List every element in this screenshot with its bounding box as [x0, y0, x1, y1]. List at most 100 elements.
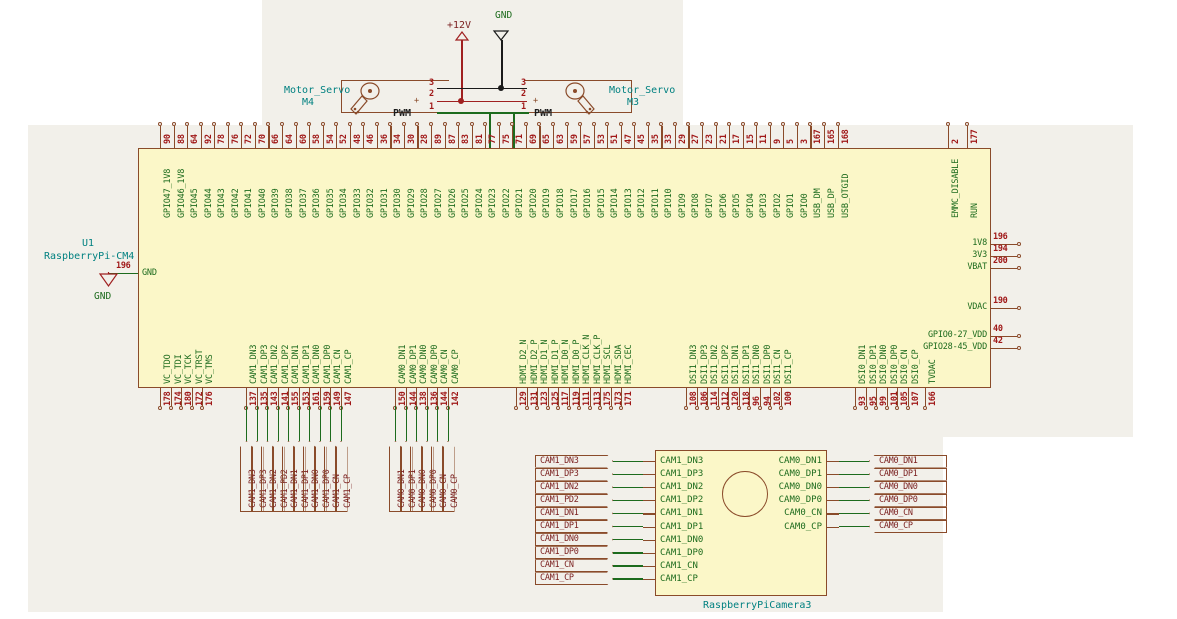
net-label-flag[interactable] — [324, 441, 337, 512]
cm4-top-pin-terminal — [307, 122, 312, 126]
net-label-flag[interactable] — [303, 441, 316, 512]
camera-left-net-label[interactable]: CAM1_DP0 — [535, 546, 613, 559]
net-label-flag[interactable] — [441, 441, 455, 512]
cm4-top-pin-name: GPIO31 — [379, 188, 390, 218]
camera-left-net-label[interactable]: CAM1_DN3 — [535, 455, 613, 468]
camera-left-net-label[interactable]: CAM1_PD2 — [535, 494, 613, 507]
camera-right-pin-name: CAM0_DN0 — [778, 482, 822, 493]
cm4-bottom-pin-name: VC_TDI — [173, 354, 184, 384]
cm4-bottom-pin-terminal — [726, 406, 730, 410]
cm4-right-pin-number: 190 — [993, 296, 1008, 306]
cm4-top-pin-terminal — [456, 122, 461, 126]
camera-left-net-label[interactable]: CAM1_DN1 — [535, 507, 613, 520]
net-label-flag[interactable] — [240, 441, 253, 512]
cm4-top-right-pin-name: RUN — [970, 203, 980, 218]
cm4-bottom-pin-terminal — [778, 406, 783, 410]
cm4-top-pin-name: GPIO21 — [515, 188, 526, 218]
camera-right-net-label[interactable]: CAM0_DP0 — [869, 493, 947, 507]
cm4-top-pin-line — [837, 126, 839, 148]
net-label-flag[interactable] — [313, 441, 327, 512]
cm4-bottom-pin-name: HDMI_D2_P — [529, 339, 540, 384]
cm4-bottom-pin-name: HDMI_SCL — [603, 344, 613, 384]
cm4-top-pin-name: GPIO15 — [596, 188, 607, 218]
cm4-top-pin-name: GPIO39 — [271, 188, 282, 218]
net-wire — [395, 406, 397, 441]
cm4-bottom-pin-name: CAM1_DN2 — [270, 344, 280, 384]
cm4-top-pin-name: GPIO44 — [203, 188, 214, 218]
camera-left-net-label[interactable]: CAM1_DN2 — [535, 481, 613, 494]
camera-left-pin-name: CAM1_DP3 — [660, 469, 704, 480]
net-wire — [298, 406, 300, 441]
camera-right-net-label[interactable]: CAM0_CP — [869, 520, 947, 533]
net-label-flag[interactable] — [420, 441, 434, 512]
cm4-bottom-pin-line — [277, 388, 279, 406]
cm4-bottom-pin-name: DSI1_DP1 — [741, 344, 752, 384]
cm4-right-pin-line — [991, 256, 1017, 258]
cm4-top-pin-terminal — [198, 122, 203, 126]
camera-left-net-label[interactable]: CAM1_CN — [535, 559, 613, 572]
net-label-flag[interactable] — [271, 441, 285, 512]
cm4-top-pin-number: 75 — [501, 134, 512, 144]
cm4-top-pin-name: GPIO16 — [583, 188, 594, 218]
cm4-bottom-pin-name: VC_TDO — [163, 354, 173, 384]
cm4-bottom-pin-terminal — [923, 406, 927, 410]
cm4-top-right-pin-line — [948, 126, 950, 148]
cm4-top-right-pin-terminal — [965, 122, 969, 126]
cm4-bottom-pin-name: HDMI_CLK_P — [592, 334, 603, 384]
wire-pwm-left-v — [513, 112, 515, 148]
cm4-top-pin-terminal — [754, 122, 759, 126]
cm4-bottom-pin-line — [181, 388, 183, 406]
net-label-flag[interactable] — [282, 441, 295, 512]
camera-left-net-wire — [613, 499, 643, 502]
junction-12v — [458, 98, 464, 104]
cm4-top-right-pin-terminal — [946, 122, 950, 126]
net-label-flag[interactable] — [399, 441, 413, 512]
camera-right-net-label[interactable]: CAM0_DN1 — [869, 454, 947, 468]
cm4-bottom-pin-terminal — [884, 406, 889, 410]
camera-left-net-label[interactable]: CAM1_DN0 — [535, 533, 613, 546]
cm4-top-pin-name: GPIO30 — [393, 188, 404, 218]
servo-left-body — [341, 80, 449, 113]
servo-right-name: Motor_Servo — [609, 85, 676, 96]
cm4-top-pin-terminal — [374, 122, 379, 126]
cm4-top-pin-line — [823, 126, 826, 148]
cm4-right-pin-number: 200 — [993, 256, 1008, 266]
cm4-bottom-pin-line — [717, 388, 719, 406]
net-label-flag[interactable] — [261, 441, 274, 512]
net-wire — [426, 406, 428, 441]
camera-right-net-wire — [839, 486, 869, 489]
net-label-flag[interactable] — [410, 441, 423, 512]
net-label-flag[interactable] — [334, 441, 348, 512]
net-label-flag[interactable] — [389, 441, 402, 512]
servo-left-pin-1: 1 — [429, 102, 434, 112]
net-label-flag[interactable] — [292, 441, 306, 512]
cm4-top-pin-number: 70 — [257, 134, 268, 144]
cm4-bottom-pin-terminal — [566, 406, 571, 410]
camera-right-net-label[interactable]: CAM0_CN — [869, 506, 947, 520]
cm4-bottom-pin-terminal — [556, 406, 560, 410]
cm4-bottom-pin-terminal — [736, 406, 741, 410]
cm4-top-pin-terminal — [686, 122, 691, 126]
cm4-bottom-pin-number: 142 — [450, 391, 461, 406]
net-label-flag[interactable] — [431, 441, 444, 512]
camera-left-pin-line — [643, 539, 655, 541]
camera-right-net-label[interactable]: CAM0_DN0 — [869, 480, 947, 494]
camera-left-net-label[interactable]: CAM1_DP3 — [535, 468, 613, 481]
cm4-body[interactable] — [138, 148, 991, 388]
cm4-top-pin-line — [498, 126, 500, 148]
camera-left-net-label[interactable]: CAM1_CP — [535, 572, 613, 585]
servo-left-pwm: PWM — [393, 108, 412, 119]
cm4-top-pin-terminal — [645, 122, 650, 126]
cm4-top-pin-number: 47 — [623, 134, 634, 144]
cm4-bottom-pin-name: CAM0_DN1 — [398, 344, 408, 384]
camera-left-net-label[interactable]: CAM1_DP1 — [535, 520, 613, 533]
net-label-flag[interactable] — [250, 441, 264, 512]
cm4-top-pin-name: GPIO18 — [555, 188, 566, 218]
cm4-top-pin-number: 11 — [759, 134, 770, 144]
net-wire — [277, 406, 279, 441]
cm4-name: RaspberryPi-CM4 — [44, 251, 135, 262]
camera-right-pin-line — [827, 526, 839, 528]
camera-right-net-label[interactable]: CAM0_DP1 — [869, 467, 947, 481]
camera-right-pin-line — [827, 513, 839, 515]
servo-left-plus: + — [414, 96, 419, 106]
